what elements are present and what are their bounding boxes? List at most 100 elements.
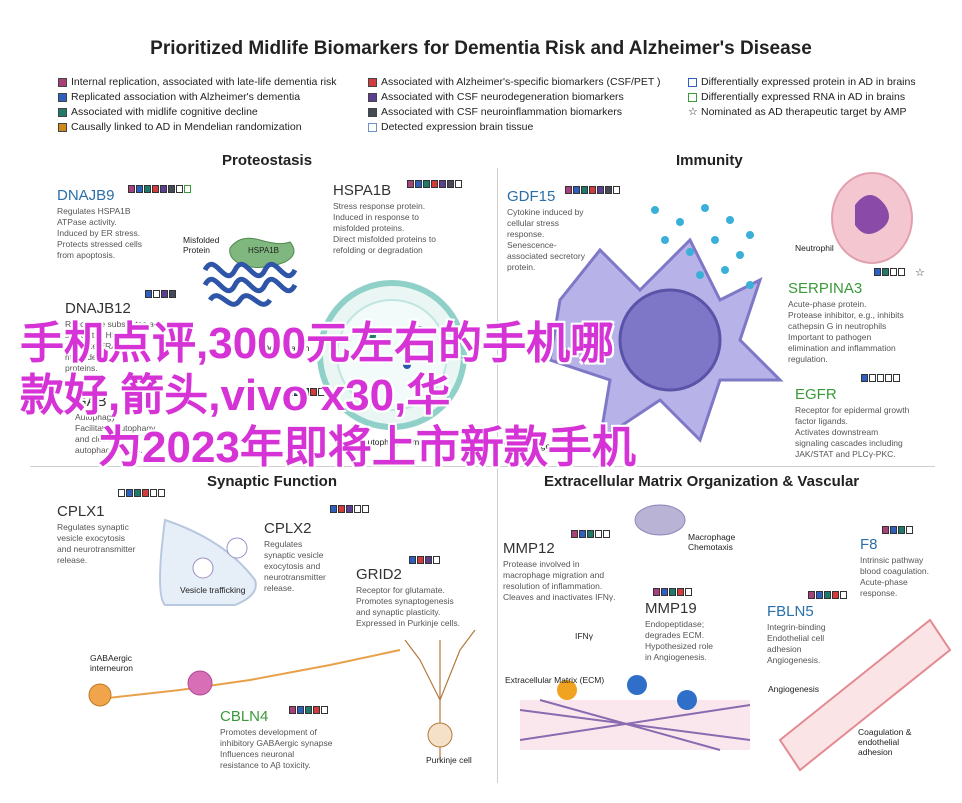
gabaergic-neuron-icon xyxy=(187,670,213,696)
legend-item: Associated with CSF neurodegeneration bi… xyxy=(368,90,661,105)
macrophage-label: Macrophage xyxy=(503,441,551,451)
gene-description: Receptor for glutamate.Promotes synaptog… xyxy=(356,585,460,628)
gabaergic-interneuron-label: GABAergic interneuron xyxy=(90,653,134,673)
overlay-line-2: 款好,箭头,vivo x30,华 xyxy=(20,371,451,420)
legend-label: Replicated association with Alzheimer's … xyxy=(71,91,301,103)
legend-label: Causally linked to AD in Mendelian rando… xyxy=(71,121,302,133)
evidence-badges xyxy=(289,706,328,714)
swatch-icon xyxy=(58,123,67,132)
evidence-badges xyxy=(874,268,905,276)
star-icon: ☆ xyxy=(688,106,698,118)
swatch-icon xyxy=(688,93,697,102)
overlay-line-1: 手机点评,3000元左右的手机哪 xyxy=(20,319,615,368)
legend-item: Differentially expressed RNA in AD in br… xyxy=(688,90,916,105)
legend-item: Associated with midlife cognitive declin… xyxy=(58,105,337,120)
cytokine-dots-icon xyxy=(651,204,754,289)
evidence-badges xyxy=(808,591,847,599)
star-icon: ☆ xyxy=(915,267,925,279)
swatch-icon xyxy=(58,93,67,102)
gene-name: CPLX2 xyxy=(264,520,312,537)
purkinje-cell-label: Purkinje cell xyxy=(426,755,472,765)
misfolded-protein-icon xyxy=(202,261,298,307)
evidence-badges xyxy=(409,556,440,564)
legend-column-2: Associated with Alzheimer's-specific bio… xyxy=(368,75,661,135)
gene-name: CPLX1 xyxy=(57,503,105,520)
evidence-badges xyxy=(571,530,610,538)
gene-name: HSPA1B xyxy=(333,182,392,199)
legend-label: Differentially expressed RNA in AD in br… xyxy=(701,91,906,103)
legend-label: Associated with midlife cognitive declin… xyxy=(71,106,258,118)
angiogenesis-label: Angiogenesis xyxy=(768,684,820,694)
gene-name: MMP19 xyxy=(645,600,697,617)
legend-column-3: Differentially expressed protein in AD i… xyxy=(688,75,916,120)
gene-name: DNAJB9 xyxy=(57,187,115,204)
evidence-badges xyxy=(882,526,913,534)
section-title-proteostasis: Proteostasis xyxy=(222,152,313,169)
legend-item: Replicated association with Alzheimer's … xyxy=(58,90,337,105)
legend-label: Associated with Alzheimer's-specific bio… xyxy=(381,76,661,88)
evidence-badges xyxy=(407,180,462,188)
degradation-label: Degradation xyxy=(263,343,310,353)
legend-label: Differentially expressed protein in AD i… xyxy=(701,76,916,88)
evidence-badges xyxy=(286,388,325,396)
legend-item: Detected expression brain tissue xyxy=(368,120,661,135)
evidence-badges xyxy=(861,374,900,382)
legend-column-1: Internal replication, associated with la… xyxy=(58,75,337,135)
gene-serpina3: ☆ SERPINA3 Acute-phase protein.Protease … xyxy=(788,268,925,365)
gene-description: Stress response protein.Induced in respo… xyxy=(333,201,436,255)
gene-name: GAB xyxy=(75,393,107,410)
evidence-badges xyxy=(565,186,620,194)
gene-name: FBLN5 xyxy=(767,603,814,620)
vertical-divider xyxy=(497,168,498,783)
gene-description: Acute-phase protein.Protease inhibitor, … xyxy=(788,299,904,364)
legend-item: Associated with CSF neuroinflammation bi… xyxy=(368,105,661,120)
macrophage-chemotaxis-icon xyxy=(634,504,686,536)
legend-label: Internal replication, associated with la… xyxy=(71,76,337,88)
gene-name: MMP12 xyxy=(503,540,555,557)
purkinje-cell-icon xyxy=(404,629,476,760)
swatch-icon xyxy=(688,78,697,87)
evidence-badges xyxy=(330,505,369,513)
swatch-icon xyxy=(58,108,67,117)
evidence-badges xyxy=(118,489,165,497)
legend-item: Causally linked to AD in Mendelian rando… xyxy=(58,120,337,135)
gene-name: DNAJB12 xyxy=(65,300,131,317)
gene-description: Endopeptidase;degrades ECM.Hypothesized … xyxy=(645,619,714,662)
swatch-icon xyxy=(368,93,377,102)
gene-name: GDF15 xyxy=(507,188,556,205)
hspa1b-blob-label: HSPA1B xyxy=(248,246,279,255)
legend-item: Internal replication, associated with la… xyxy=(58,75,337,90)
section-title-synaptic: Synaptic Function xyxy=(207,473,338,490)
macrophage-chemotaxis-label: Macrophage Chemotaxis xyxy=(688,532,736,552)
overlay-line-3: 为2023年即将上市新款手机 xyxy=(98,423,636,472)
gene-name: EGFR xyxy=(795,386,837,403)
neutrophil-label: Neutrophil xyxy=(795,243,834,253)
gene-name: SERPINA3 xyxy=(788,280,863,297)
figure-title: Prioritized Midlife Biomarkers for Demen… xyxy=(150,38,812,59)
section-title-ecm: Extracellular Matrix Organization & Vasc… xyxy=(544,473,860,490)
swatch-icon xyxy=(368,123,377,132)
coagulation-label: Coagulation & endothelial adhesion xyxy=(858,727,912,757)
swatch-icon xyxy=(368,78,377,87)
swatch-icon xyxy=(58,78,67,87)
horizontal-divider xyxy=(30,466,935,467)
gene-name: GRID2 xyxy=(356,566,402,583)
